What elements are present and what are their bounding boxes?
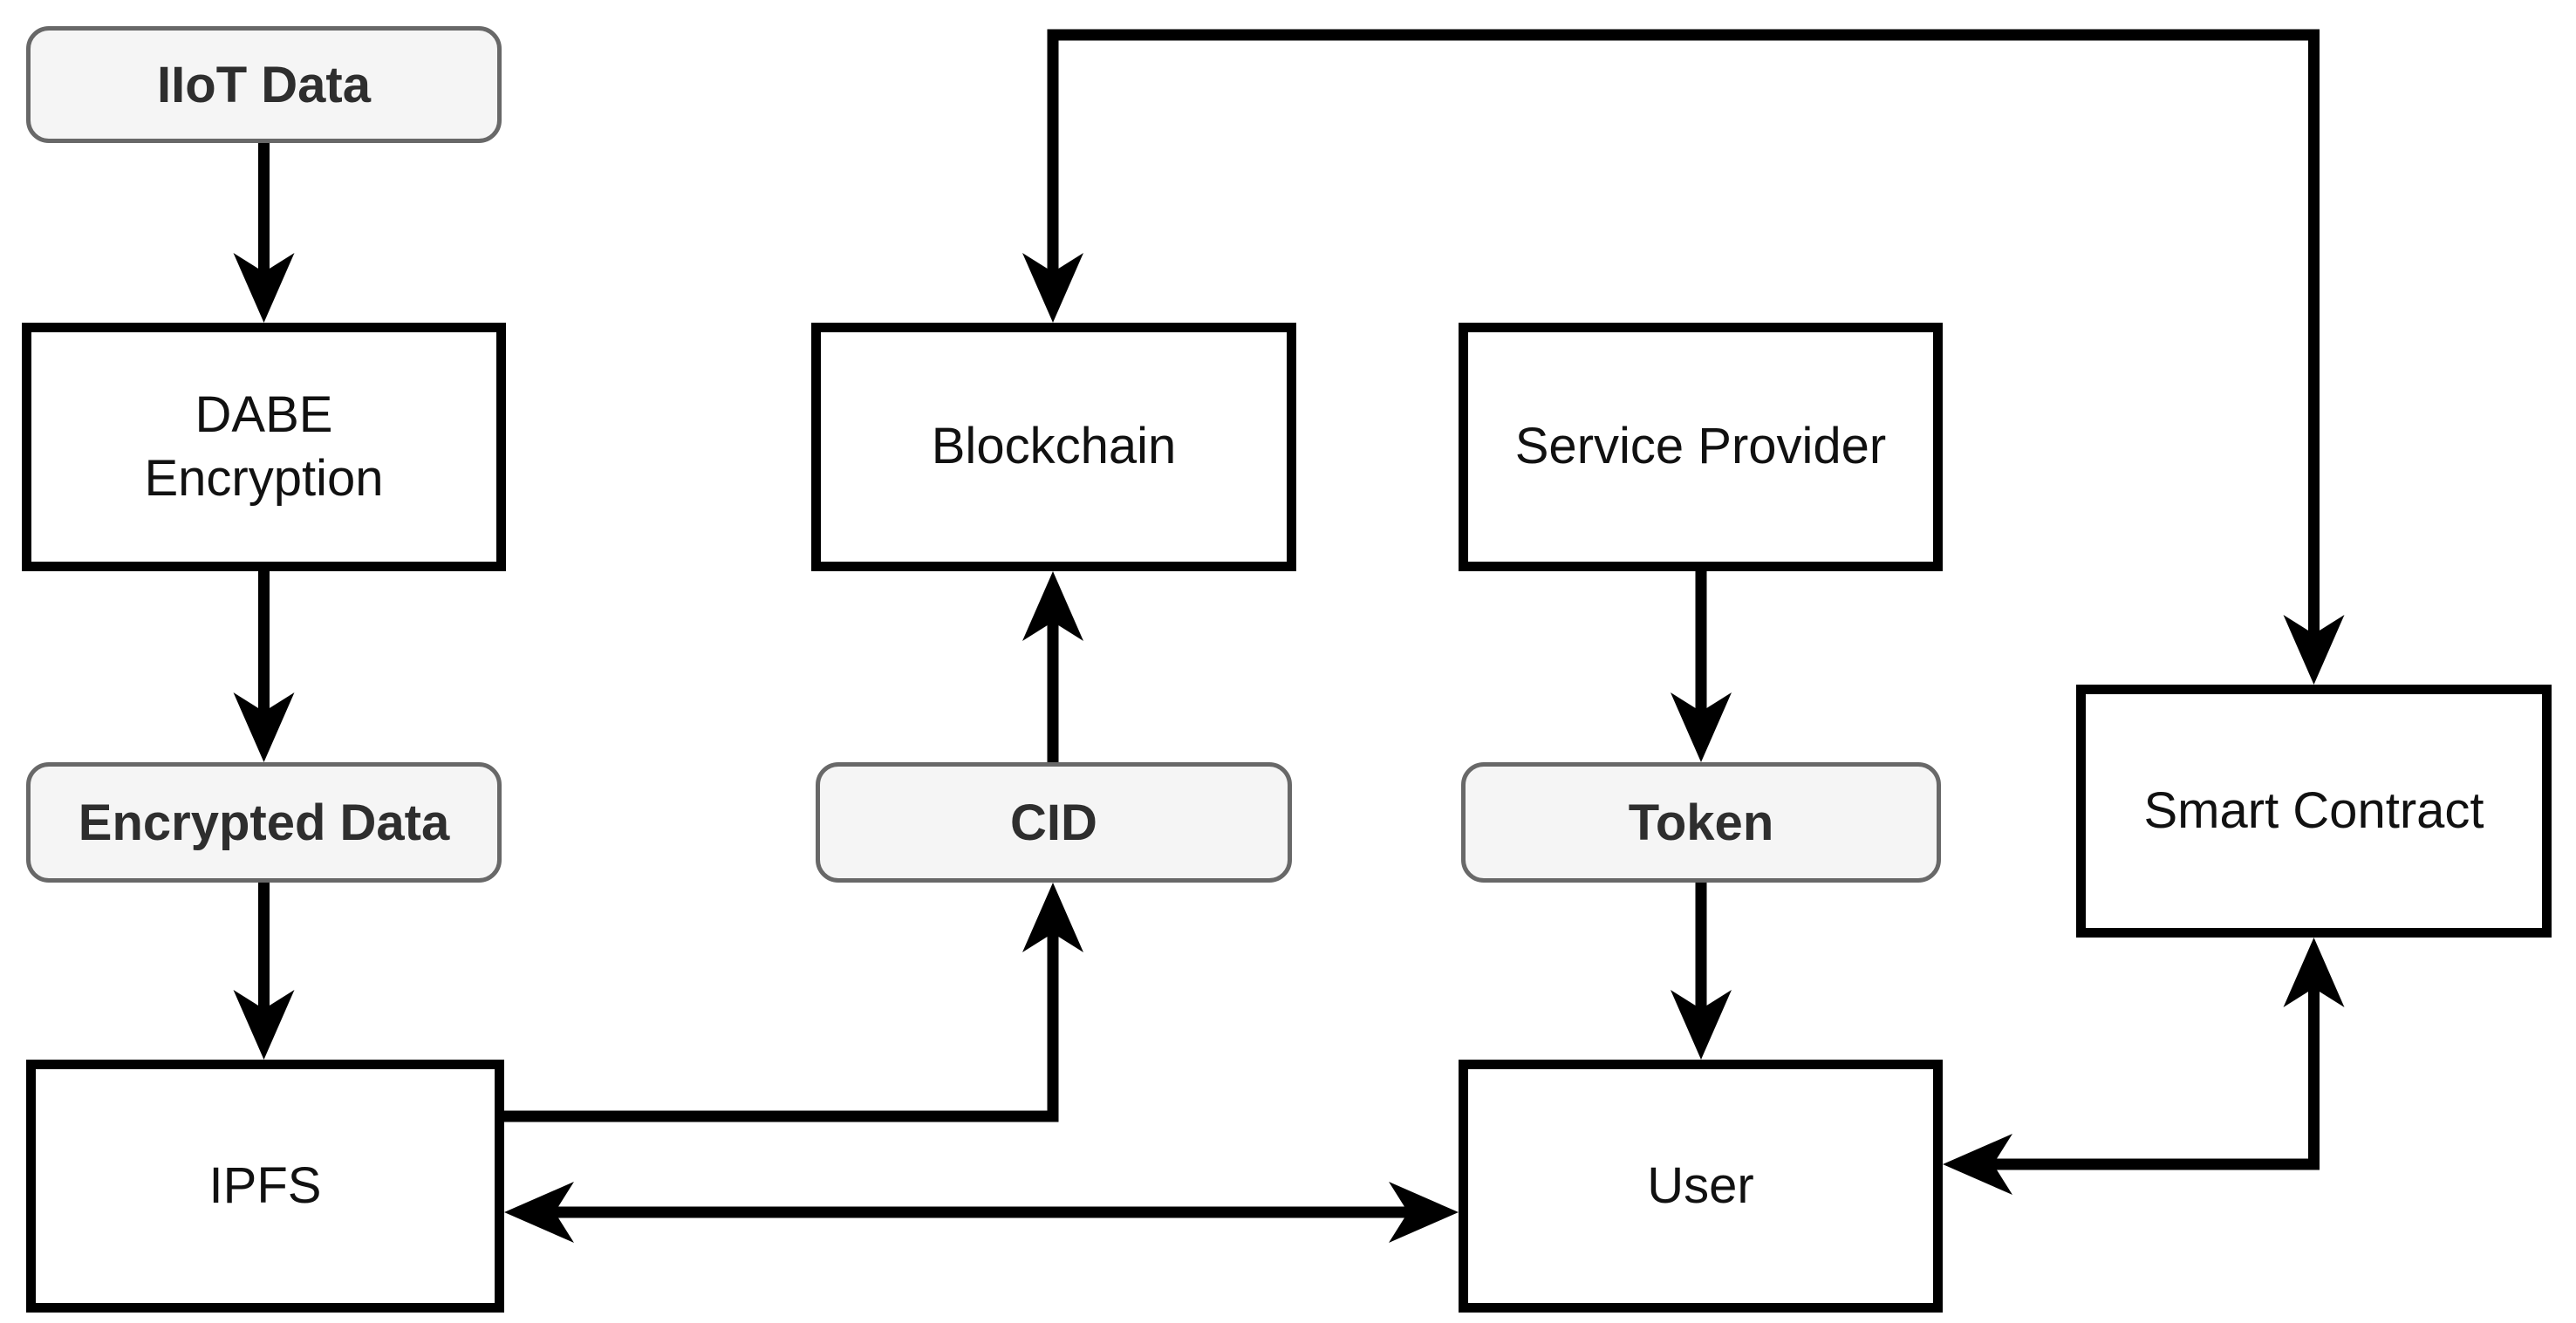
arrowhead-up-smartcontract (2283, 938, 2345, 1007)
node-encrypted-data: Encrypted Data (26, 762, 502, 883)
arrowhead-down-token (1671, 692, 1732, 762)
node-smart-contract: Smart Contract (2076, 685, 2552, 938)
node-smart-contract-label: Smart Contract (2143, 781, 2484, 839)
node-user-label: User (1647, 1156, 1754, 1214)
arrowhead-down-encrypted (233, 692, 295, 762)
node-user: User (1459, 1060, 1943, 1313)
arrowhead-right-user (1389, 1182, 1459, 1243)
edge-user-smartcontract (1993, 988, 2320, 1170)
node-iiot-data: IIoT Data (26, 26, 502, 143)
arrowhead-up-cid (1022, 883, 1083, 952)
node-dabe-encryption: DABE Encryption (22, 323, 506, 571)
node-ipfs: IPFS (26, 1060, 504, 1313)
arrowhead-down-ipfs (233, 990, 295, 1060)
node-token: Token (1461, 762, 1941, 883)
node-blockchain-label: Blockchain (931, 418, 1177, 475)
node-iiot-data-label: IIoT Data (157, 56, 371, 113)
arrowhead-down-smartcontract (2283, 615, 2345, 685)
node-blockchain: Blockchain (811, 323, 1296, 571)
node-token-label: Token (1628, 794, 1774, 851)
arrowhead-up-blockchain (1022, 571, 1083, 641)
edge-blockchain-smartcontract (1047, 29, 2320, 634)
arrowhead-down-user (1671, 990, 1732, 1060)
edge-ipfs-to-cid (504, 933, 1059, 1122)
node-encrypted-data-label: Encrypted Data (78, 794, 450, 851)
arrowhead-left-ipfs (504, 1182, 574, 1243)
node-cid-label: CID (1010, 794, 1097, 851)
arrowhead-down-blockchain (1022, 253, 1083, 323)
node-ipfs-label: IPFS (208, 1156, 322, 1214)
arrowhead-left-user (1943, 1134, 2012, 1195)
node-service-provider: Service Provider (1459, 323, 1943, 571)
node-service-provider-label: Service Provider (1514, 418, 1887, 475)
node-cid: CID (816, 762, 1292, 883)
arrowhead-down-dabe (233, 253, 295, 323)
node-dabe-encryption-label: DABE Encryption (144, 386, 384, 507)
